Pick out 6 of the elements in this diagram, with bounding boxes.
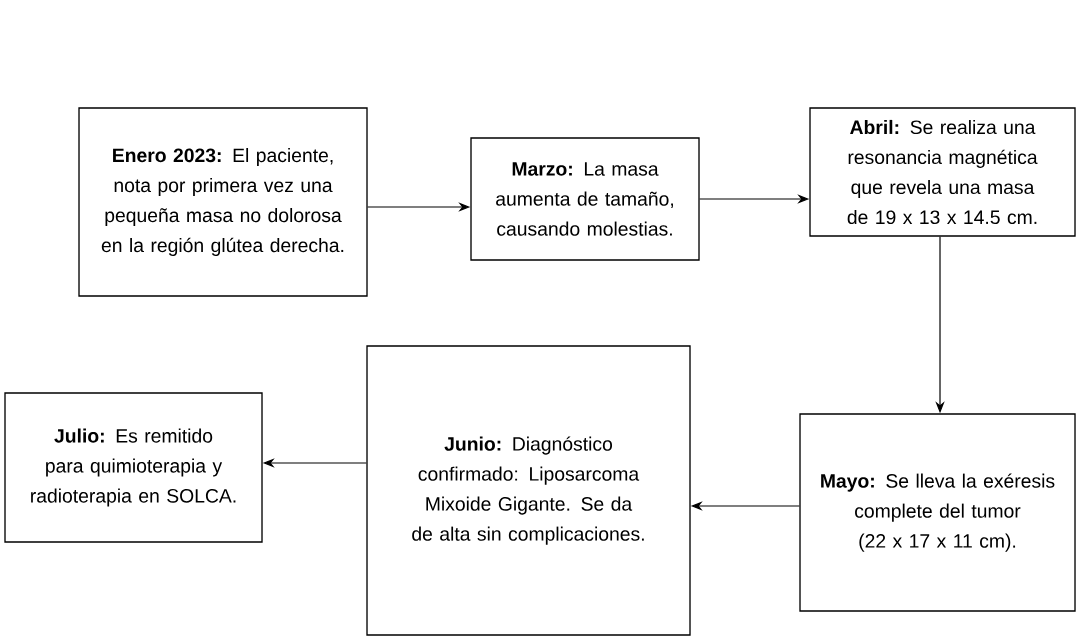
event-box: Julio: Es remitido para quimioterapia y radioterapia en SOLCA. (4, 392, 263, 543)
event-box: Abril: Se realiza una resonancia magnética que revela una masa de 19 x 13 x 14.5 cm. (809, 107, 1076, 237)
event-box: Junio: Diagnóstico confirmado: Liposarcoma Mixoide Gigante. Se da de alta sin complicaciones. (366, 345, 691, 636)
event-box: Mayo: Se lleva la exéresis complete del tumor (22 x 17 x 11 cm). (799, 413, 1076, 612)
event-box: Enero 2023: El paciente, nota por primera vez una pequeña masa no dolorosa en la región glútea derecha. (78, 107, 368, 297)
event-box: Marzo: La masa aumenta de tamaño, causando molestias. (470, 137, 700, 261)
